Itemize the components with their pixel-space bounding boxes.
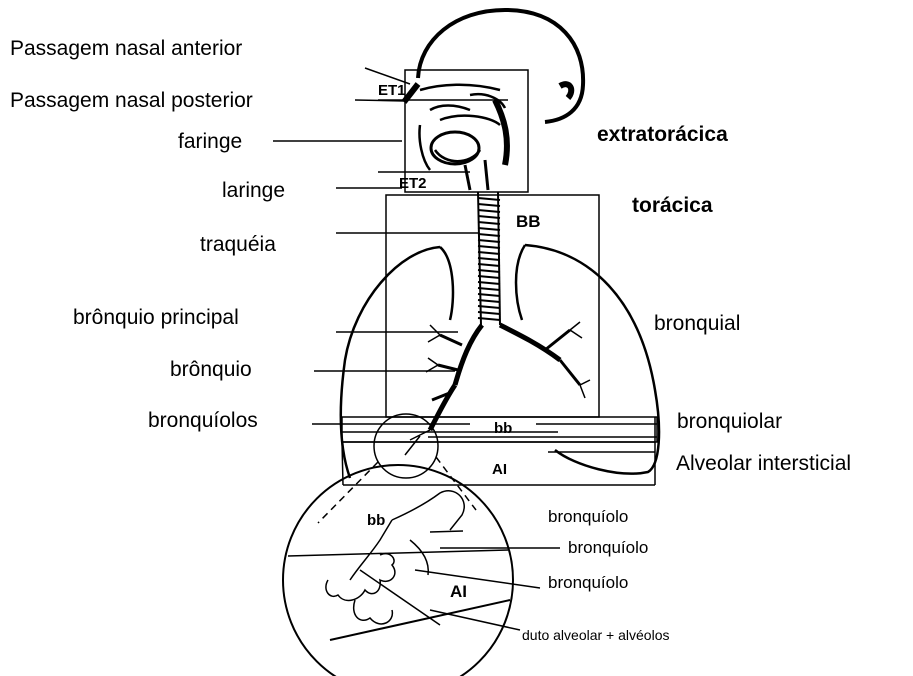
magnified-detail — [288, 491, 560, 640]
label-extrathoracic: extratorácica — [597, 123, 728, 146]
magnified-ai: AI — [450, 582, 467, 601]
thoracic-box — [386, 195, 599, 417]
magnified-bb: bb — [367, 512, 385, 529]
trachea-ring — [478, 282, 500, 284]
trachea-ring — [478, 198, 500, 200]
label-thoracic: torácica — [632, 194, 713, 217]
label-bronchiolar: bronquiolar — [677, 410, 782, 433]
left-lung — [341, 247, 453, 478]
magnified-bronchiole-1: bronquíolo — [548, 507, 628, 526]
region-ai: AI — [492, 461, 507, 478]
trachea-ring — [478, 288, 500, 290]
label-pharynx: faringe — [178, 130, 242, 153]
trachea-ring — [478, 252, 500, 254]
head-cord — [560, 84, 571, 98]
trachea-ring — [478, 258, 500, 260]
magnified-bronchiole-3: bronquíolo — [548, 573, 628, 592]
label-trachea: traquéia — [200, 233, 276, 256]
label-bronchus: brônquio — [170, 358, 252, 381]
magnify-projection-lines — [318, 457, 476, 523]
trachea-ring — [478, 240, 500, 242]
right-lung — [516, 245, 659, 474]
label-nasal-anterior: Passagem nasal anterior — [10, 37, 242, 60]
bronchial-tree — [430, 325, 580, 430]
region-et2: ET2 — [399, 175, 427, 192]
label-main-bronchus: brônquio principal — [73, 306, 239, 329]
trachea-ring — [478, 234, 500, 236]
magnified-bronchiole-2: bronquíolo — [568, 538, 648, 557]
trachea-ring — [478, 210, 500, 212]
label-nasal-posterior: Passagem nasal posterior — [10, 89, 253, 112]
magnified-view-circle — [283, 465, 513, 676]
region-bb-upper: BB — [516, 212, 541, 231]
trachea-ring — [478, 270, 500, 272]
trachea-ring — [478, 264, 500, 266]
magnified-alveolar-duct: duto alveolar + alvéolos — [522, 627, 670, 643]
trachea-ring — [478, 246, 500, 248]
trachea-ring — [478, 276, 500, 278]
label-bronchial: bronquial — [654, 312, 740, 335]
label-alveolar-interstitial: Alveolar intersticial — [676, 452, 851, 475]
trachea-ring — [478, 228, 500, 230]
trachea-ring — [478, 204, 500, 206]
region-bb-lower: bb — [494, 420, 512, 437]
label-larynx: laringe — [222, 179, 285, 202]
region-et1: ET1 — [378, 82, 406, 99]
trachea-ring — [478, 222, 500, 224]
trachea-ring — [478, 216, 500, 218]
label-bronchioles: bronquíolos — [148, 409, 258, 432]
